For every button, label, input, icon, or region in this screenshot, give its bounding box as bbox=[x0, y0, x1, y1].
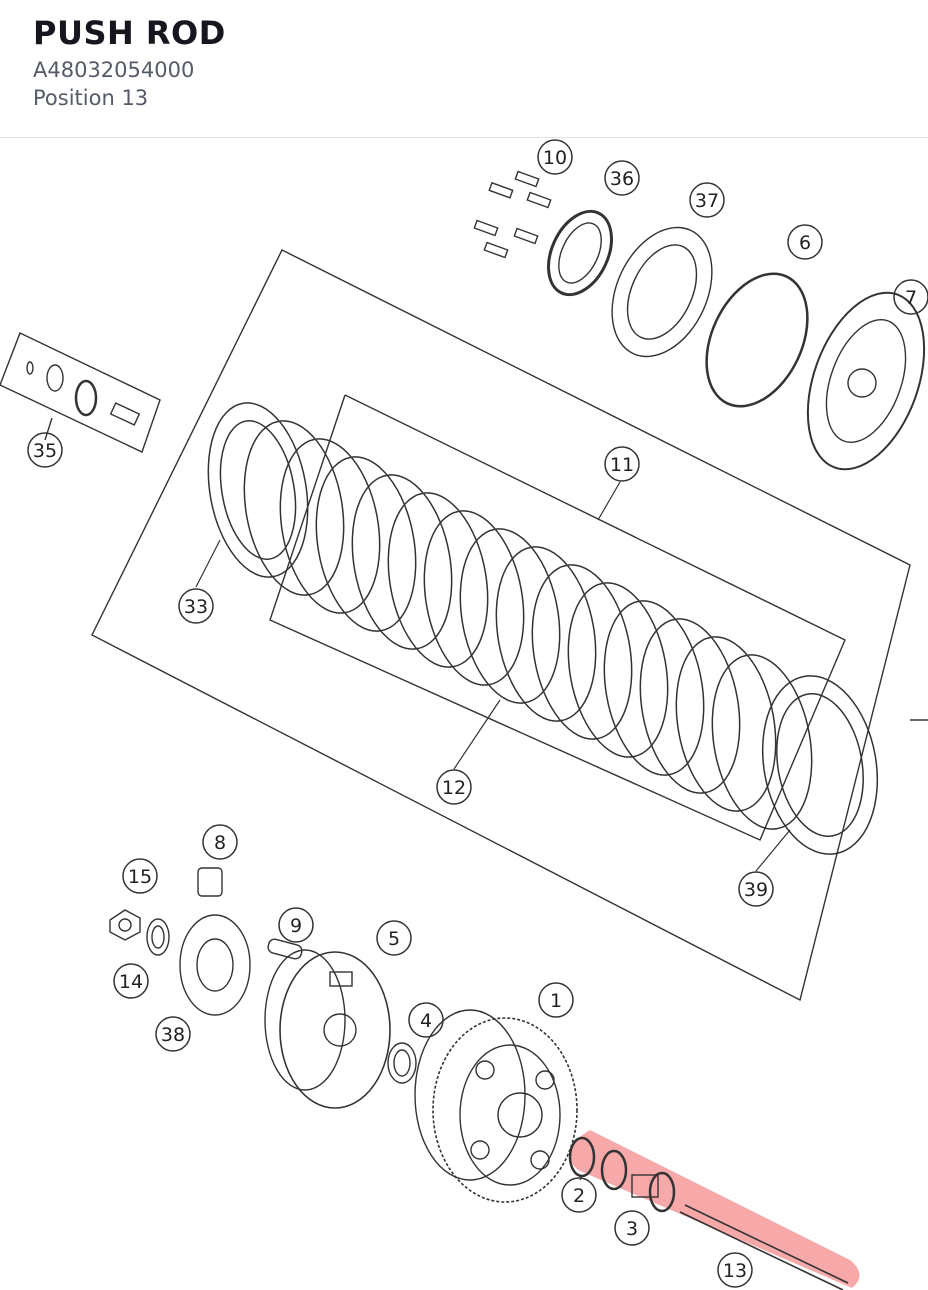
pressure-plate bbox=[806, 291, 926, 471]
bushing bbox=[631, 1171, 676, 1213]
callout-4: 4 bbox=[420, 1010, 432, 1032]
callout-8: 8 bbox=[214, 832, 226, 854]
callout-39: 39 bbox=[744, 879, 768, 901]
callout-35: 35 bbox=[33, 440, 57, 462]
callout-12: 12 bbox=[442, 777, 466, 799]
push-rod-highlight bbox=[568, 1130, 860, 1288]
inner-hub bbox=[109, 867, 303, 1016]
part-position: Position 13 bbox=[33, 86, 149, 110]
callout-38: 38 bbox=[161, 1024, 185, 1046]
part-title: PUSH ROD bbox=[33, 14, 226, 52]
clutch-hub bbox=[264, 949, 391, 1109]
thrust-bearing bbox=[547, 209, 613, 297]
callout-37: 37 bbox=[695, 190, 719, 212]
callout-11: 11 bbox=[610, 454, 634, 476]
friction-plate-frame bbox=[269, 394, 846, 841]
bolt-set bbox=[473, 170, 552, 259]
washer-4 bbox=[387, 1042, 417, 1084]
callout-36: 36 bbox=[610, 168, 634, 190]
callout-1: 1 bbox=[550, 990, 562, 1012]
callout-10: 10 bbox=[543, 147, 567, 169]
callout-5: 5 bbox=[388, 928, 400, 950]
callout-6: 6 bbox=[799, 232, 811, 254]
callout-7: 7 bbox=[905, 287, 917, 309]
small-parts-kit bbox=[0, 332, 161, 453]
primary-gear bbox=[414, 1009, 578, 1203]
pressure-washer bbox=[611, 226, 713, 358]
callout-3: 3 bbox=[626, 1218, 638, 1240]
exploded-parts-diagram: 10 36 37 6 7 35 11 33 12 39 8 15 9 5 14 … bbox=[0, 139, 928, 1290]
callout-14: 14 bbox=[119, 971, 143, 993]
diaphragm-spring bbox=[705, 272, 809, 408]
callout-33: 33 bbox=[184, 596, 208, 618]
push-rod bbox=[679, 1204, 849, 1290]
clutch-plates-stack bbox=[207, 402, 879, 855]
part-number: A48032054000 bbox=[33, 58, 195, 82]
plate-pack-frame bbox=[91, 249, 911, 1002]
part-header: PUSH ROD A48032054000 Position 13 bbox=[0, 0, 928, 138]
callout-13: 13 bbox=[723, 1260, 747, 1282]
callout-9: 9 bbox=[290, 915, 302, 937]
callout-labels bbox=[27, 139, 928, 1288]
callout-15: 15 bbox=[128, 866, 152, 888]
callout-2: 2 bbox=[573, 1185, 585, 1207]
